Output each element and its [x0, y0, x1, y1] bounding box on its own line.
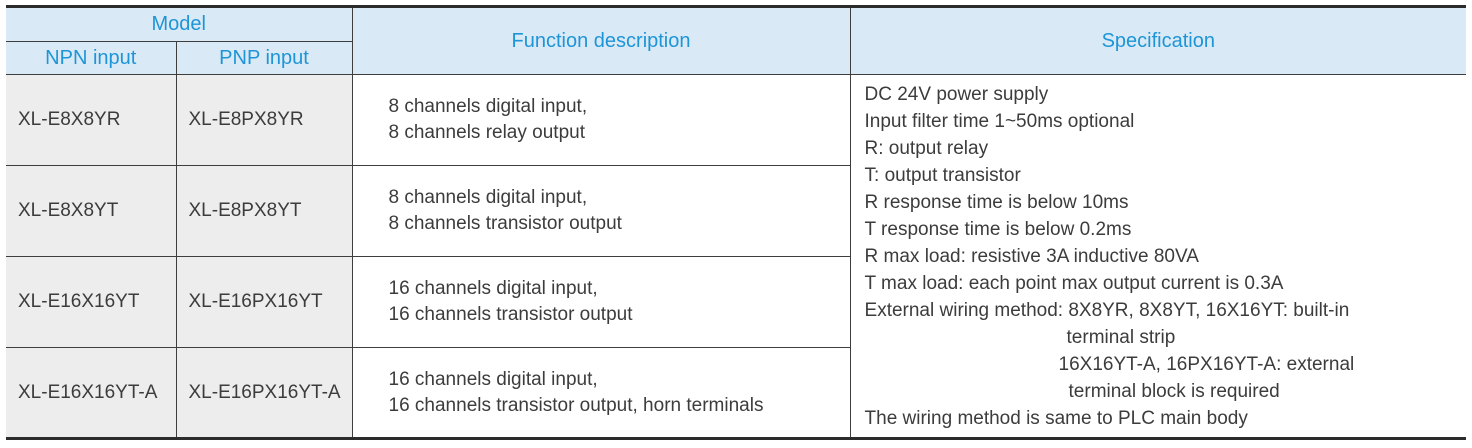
spec-line: R: output relay	[864, 137, 989, 159]
spec-line: T max load: each point max output curren…	[864, 272, 1284, 294]
spec-line: T response time is below 0.2ms	[864, 218, 1132, 240]
function-line: 8 channels relay output	[388, 122, 585, 143]
table-row: XL-E16X16YT XL-E16PX16YT 16 channels dig…	[6, 256, 1466, 348]
spec-line: External wiring method: 8X8YR, 8X8YT, 16…	[864, 299, 1350, 321]
spec-line: T: output transistor	[864, 164, 1021, 186]
header-function-description: Function description	[351, 6, 851, 75]
function-description-cell: 8 channels digital input, 8 channels rel…	[351, 74, 851, 166]
spec-line: DC 24V power supply	[864, 83, 1049, 105]
header-npn-input: NPN input	[6, 41, 177, 75]
function-line: 8 channels digital input,	[388, 187, 588, 208]
specification-cell: DC 24V power supply Input filter time 1~…	[849, 74, 1467, 439]
spec-line: 16X16YT-A, 16PX16YT-A: external	[1058, 353, 1355, 375]
function-line: 8 channels digital input,	[388, 96, 588, 117]
header-pnp-input: PNP input	[175, 41, 353, 75]
table-row: XL-E8X8YR XL-E8PX8YR 8 channels digital …	[6, 74, 1467, 439]
spec-line: terminal block is required	[1068, 380, 1280, 402]
npn-model-cell: XL-E8X8YR	[6, 74, 177, 166]
spec-line: R max load: resistive 3A inductive 80VA	[864, 245, 1199, 267]
function-line: 16 channels transistor output	[388, 304, 633, 325]
pnp-model-cell: XL-E8PX8YT	[175, 165, 353, 257]
function-line: 16 channels digital input,	[388, 278, 598, 299]
spec-line: R response time is below 10ms	[864, 191, 1129, 213]
pnp-model-cell: XL-E16PX16YT	[175, 256, 353, 348]
function-description-cell: 16 channels digital input, 16 channels t…	[351, 347, 851, 439]
function-line: 16 channels digital input,	[388, 368, 598, 390]
spec-line: Input filter time 1~50ms optional	[864, 110, 1135, 132]
header-specification: Specification	[849, 6, 1467, 75]
spec-line: terminal strip	[1066, 326, 1176, 348]
npn-model-cell: XL-E16X16YT-A	[6, 347, 177, 439]
pnp-model-cell: XL-E16PX16YT-A	[175, 347, 353, 439]
spec-line: The wiring method is same to PLC main bo…	[864, 407, 1248, 429]
module-spec-table: Model Function description Specification…	[6, 5, 1467, 440]
function-line: 8 channels transistor output	[388, 213, 622, 234]
table-row: XL-E16X16YT-A XL-E16PX16YT-A 16 channels…	[6, 347, 1466, 439]
function-description-cell: 8 channels digital input, 8 channels tra…	[351, 165, 851, 257]
function-description-cell: 16 channels digital input, 16 channels t…	[351, 256, 851, 348]
pnp-model-cell: XL-E8PX8YR	[175, 74, 353, 166]
header-model: Model	[6, 6, 353, 42]
npn-model-cell: XL-E8X8YT	[6, 165, 177, 257]
function-line: 16 channels transistor output, horn term…	[388, 394, 764, 416]
npn-model-cell: XL-E16X16YT	[6, 256, 177, 348]
